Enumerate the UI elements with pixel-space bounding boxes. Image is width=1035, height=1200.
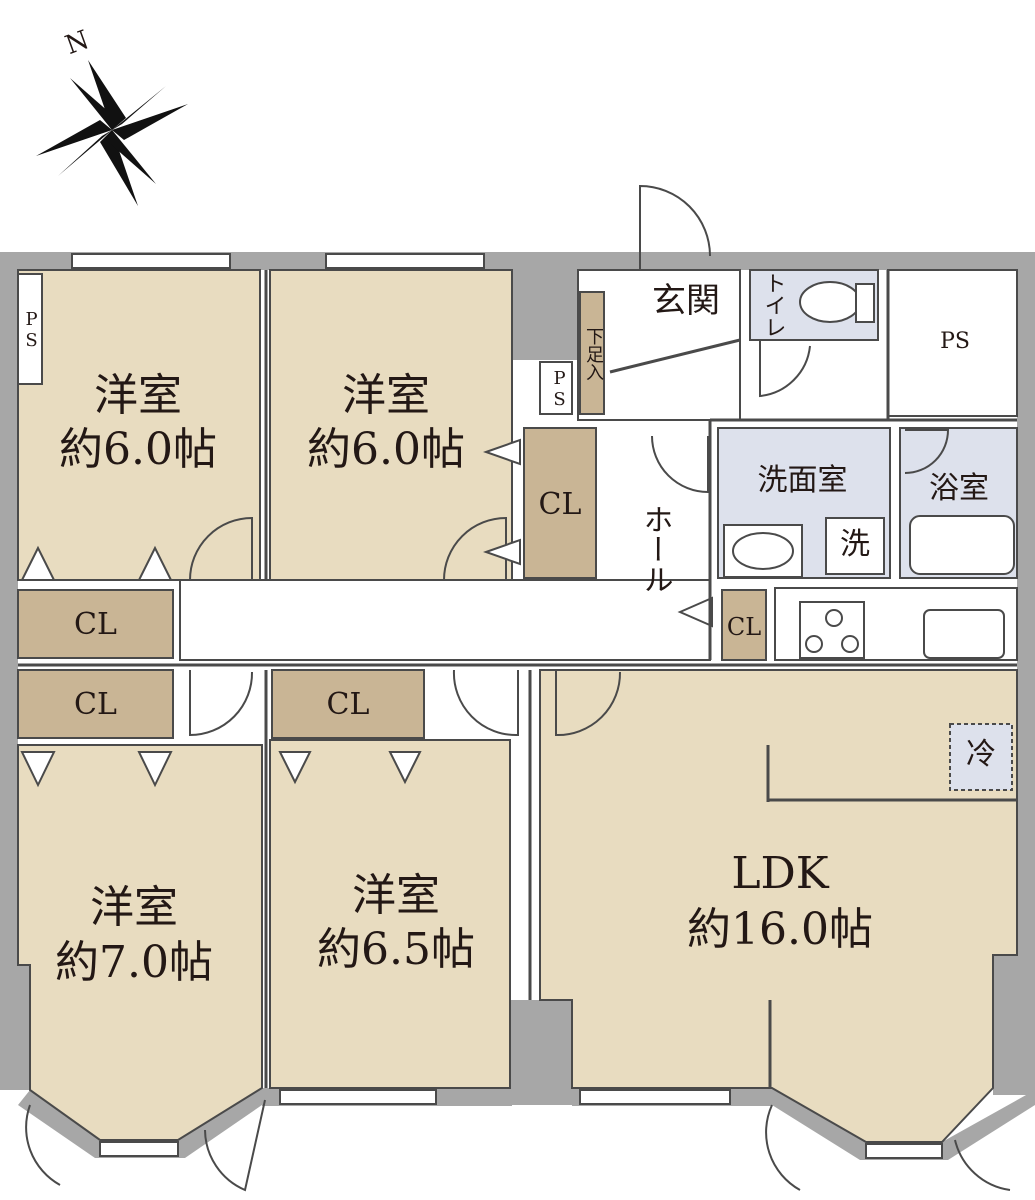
- compass-star-icon: [36, 60, 188, 206]
- closets: [17, 291, 767, 739]
- room-ps: [887, 269, 1018, 417]
- shoe-box-label: 下足入: [583, 327, 604, 381]
- toilet-label: トイレ: [760, 272, 786, 338]
- door-bath: [904, 429, 950, 474]
- fixtures: [17, 273, 1015, 791]
- closet-kitchen-label: CL: [726, 613, 762, 641]
- wall-top-right: [578, 252, 1035, 270]
- bed-top-left-name: 洋室: [94, 370, 182, 421]
- toilet-tank-icon: [855, 283, 875, 323]
- door-swings: [25, 184, 1011, 1192]
- door-washroom: [651, 435, 709, 494]
- closet-mid-label: CL: [326, 687, 370, 722]
- wall-left-lower: [0, 965, 30, 1090]
- wall-bay-left: [18, 1088, 262, 1158]
- shoe-box: [579, 291, 605, 415]
- door-bed-bottom-left: [189, 670, 254, 737]
- closet-left-2-label: CL: [74, 687, 117, 722]
- fridge-icon: [949, 723, 1013, 791]
- window-top-mid: [325, 253, 485, 269]
- window-bay-right: [865, 1143, 943, 1159]
- bathroom-label: 浴室: [929, 471, 989, 506]
- door-bay-right-2: [954, 1139, 1011, 1191]
- kitchen-sink-icon: [923, 609, 1005, 659]
- window-top-left: [71, 253, 231, 269]
- room-hall: [179, 579, 711, 661]
- door-entrance: [639, 184, 711, 270]
- door-bay-right-1: [765, 1104, 801, 1191]
- room-ldk: [539, 669, 1018, 1143]
- bed-top-mid-name: 洋室: [342, 370, 430, 421]
- window-bay-left: [99, 1141, 179, 1157]
- closet-kitchen: [721, 589, 767, 661]
- room-bed-bottom-left: [17, 744, 263, 1141]
- washroom-label: 洗面室: [757, 463, 848, 498]
- closet-hall-label: CL: [538, 487, 582, 522]
- closet-hall: [523, 427, 597, 579]
- bed-bottom-mid-size: 約6.5帖: [317, 924, 475, 975]
- bed-bottom-left-name: 洋室: [90, 882, 178, 933]
- bed-bottom-left-size: 約7.0帖: [55, 937, 213, 988]
- closet-mid: [271, 669, 425, 739]
- toilet-bowl-icon: [799, 281, 861, 323]
- wall-core: [512, 252, 578, 360]
- door-bed-bottom-mid: [452, 669, 519, 737]
- closet-left-2: [17, 669, 174, 739]
- ps-left-label: PS: [21, 309, 42, 351]
- room-bed-bottom-mid: [269, 739, 511, 1089]
- washer-icon: [825, 517, 885, 575]
- closet-left-1: [17, 589, 174, 659]
- wall-bay-right: [772, 1088, 1035, 1160]
- wall-left: [0, 252, 18, 967]
- ldk-name: LDK: [731, 848, 829, 899]
- door-ldk: [555, 670, 622, 737]
- closet-left-1-label: CL: [74, 607, 117, 642]
- ldk-size: 約16.0帖: [687, 904, 873, 955]
- partitions: [18, 270, 1017, 1088]
- washer-label: 洗: [840, 527, 870, 562]
- windows: [71, 253, 943, 1159]
- door-toilet: [759, 340, 811, 398]
- window-bottom-right: [579, 1089, 731, 1105]
- door-bed-top-mid: [443, 516, 507, 581]
- door-bed-top-left: [189, 516, 253, 581]
- wall-right: [1017, 252, 1035, 957]
- room-bed-top-left: [17, 269, 261, 581]
- fridge-label: 冷: [966, 737, 996, 772]
- bed-top-mid-size: 約6.0帖: [307, 424, 465, 475]
- bed-bottom-mid-name: 洋室: [352, 870, 440, 921]
- ps-right-label: PS: [940, 329, 970, 354]
- closet-triangles: [20, 438, 713, 788]
- ps-left-box: [17, 273, 43, 385]
- entrance-label: 玄関: [652, 281, 720, 321]
- bed-top-left-size: 約6.0帖: [59, 424, 217, 475]
- ps-hall-label: PS: [549, 368, 570, 410]
- ps-hall-box: [539, 361, 573, 415]
- hall-label: ホール: [637, 504, 673, 594]
- bathtub-icon: [909, 515, 1015, 575]
- door-bay-left-1: [25, 1104, 61, 1186]
- wall-bottom-mid: [510, 1000, 572, 1105]
- wall-right-lower: [993, 955, 1035, 1095]
- window-bottom-mid: [279, 1089, 437, 1105]
- door-bay-left-2: [204, 1099, 266, 1192]
